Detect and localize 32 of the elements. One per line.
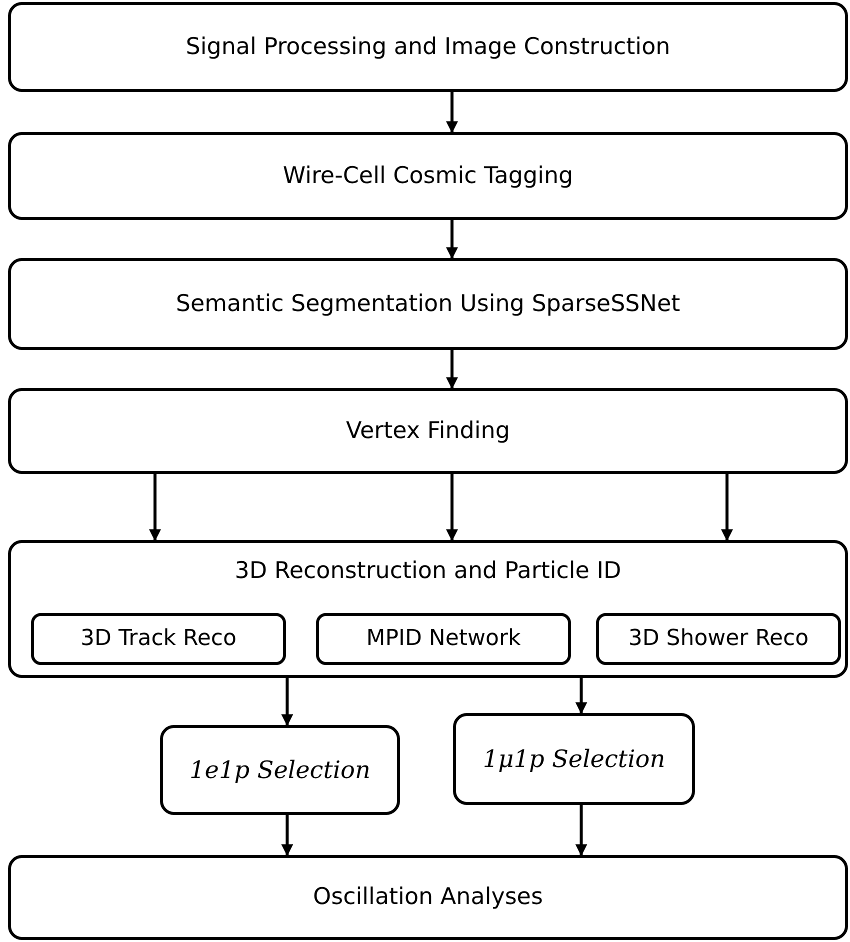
process-box (8, 388, 848, 474)
process-box (453, 713, 695, 805)
box-label: Signal Processing and Image Construction (184, 32, 672, 62)
box-label: 3D Track Reco (80, 625, 238, 654)
process-box (8, 2, 848, 92)
arrow (281, 815, 294, 856)
arrow (446, 220, 458, 260)
process-box (8, 258, 848, 350)
process-box (316, 613, 571, 665)
box-label: Wire-Cell Cosmic Tagging (282, 162, 574, 191)
process-box (31, 613, 286, 665)
box-label: Oscillation Analyses (312, 883, 544, 912)
box-label: Semantic Segmentation Using SparseSSNet (174, 290, 682, 319)
box-label: MPID Network (365, 625, 522, 654)
process-box (160, 725, 400, 815)
arrow (149, 474, 161, 542)
group-title: 3D Reconstruction and Particle ID (234, 557, 622, 586)
box-label: 1e1p Selection (188, 754, 372, 786)
group-box (8, 540, 848, 678)
box-label: Vertex Finding (345, 416, 511, 446)
box-label: 3D Shower Reco (627, 625, 810, 654)
arrow (446, 474, 458, 542)
process-box (596, 613, 841, 665)
process-box (8, 855, 848, 940)
arrow (446, 92, 458, 134)
arrow (575, 805, 588, 856)
arrow (281, 678, 294, 726)
arrow (721, 474, 733, 542)
arrow (575, 678, 588, 714)
process-box (8, 132, 848, 220)
arrow (446, 350, 458, 390)
box-label: 1μ1p Selection (482, 744, 666, 775)
